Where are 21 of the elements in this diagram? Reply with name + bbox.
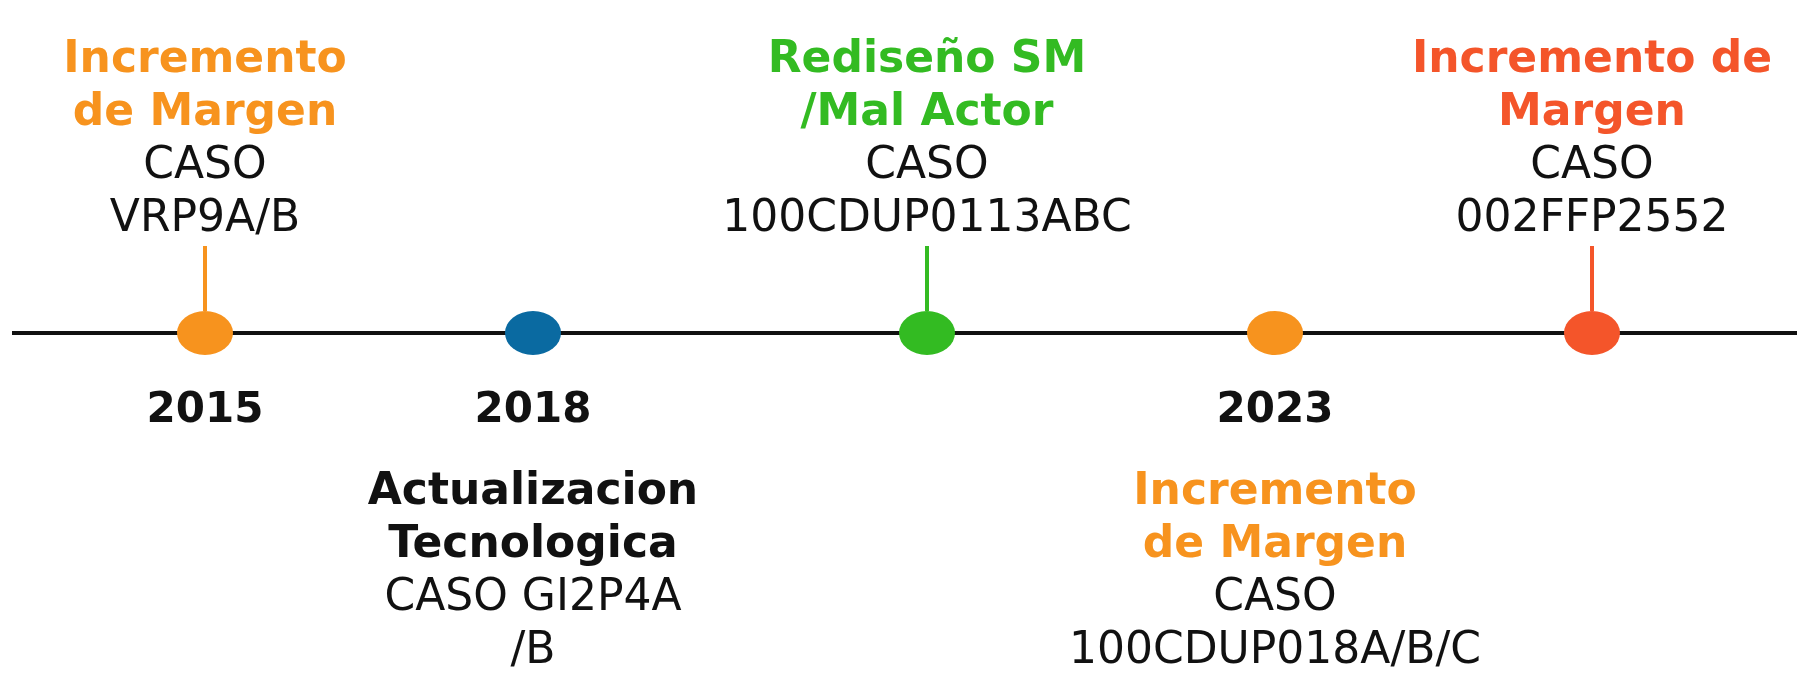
event-title: Incremento de Margen [62, 30, 348, 136]
event-title: Incremento de Margen [1132, 462, 1418, 568]
event-title: Incremento de Margen [1410, 30, 1774, 136]
event-title: Rediseño SM /Mal Actor [766, 30, 1088, 136]
leader-line [925, 246, 929, 311]
leader-line [203, 246, 207, 311]
case-id: CASO 100CDUP0113ABC [721, 136, 1133, 242]
year-label: 2018 [473, 383, 593, 432]
timeline-dot [899, 311, 955, 355]
timeline-dot [505, 311, 561, 355]
leader-line [1590, 246, 1594, 311]
case-id: CASO 100CDUP018A/B/C [1068, 568, 1482, 674]
event-title: Actualizacion Tecnologica [366, 462, 700, 568]
timeline-dot [1564, 311, 1620, 355]
timeline-dot [1247, 311, 1303, 355]
year-label: 2015 [145, 383, 265, 432]
case-id: CASO GI2P4A /B [383, 568, 683, 674]
timeline-dot [177, 311, 233, 355]
case-id: CASO 002FFP2552 [1454, 136, 1730, 242]
case-id: CASO VRP9A/B [108, 136, 302, 242]
year-label: 2023 [1215, 383, 1335, 432]
